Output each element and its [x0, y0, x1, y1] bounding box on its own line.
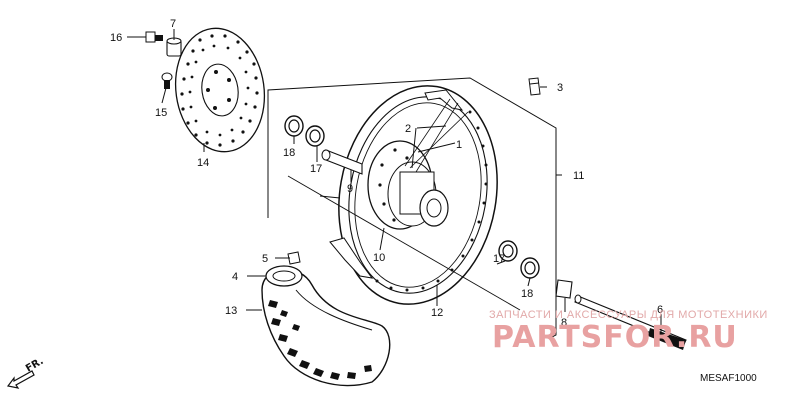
part-label-10: 10 [373, 252, 385, 264]
front-direction-arrow: FR. [6, 356, 46, 389]
wheel-hub [367, 98, 469, 230]
part-label-1: 1 [456, 139, 462, 151]
inner-tube [265, 265, 303, 287]
rim-spoke-holes [375, 110, 488, 292]
part-label-2: 2 [405, 123, 411, 135]
leader-lines [127, 29, 662, 332]
part-label-12: 12 [431, 307, 443, 319]
part-label-4: 4 [232, 271, 238, 283]
watermark-logo: PARTSFOR.RU [492, 320, 738, 355]
brake-disc [174, 27, 266, 153]
front-axle [574, 294, 687, 350]
spokes [404, 98, 469, 173]
part-label-18-left: 18 [283, 147, 295, 159]
side-collar [555, 279, 573, 299]
rim-band [287, 251, 301, 265]
part-label-15: 15 [155, 107, 167, 119]
bearing-left [305, 125, 325, 147]
part-label-9: 9 [347, 183, 353, 195]
part-label-17-right: 17 [493, 253, 505, 265]
disc-bolt [145, 31, 163, 43]
dust-seal-left [284, 115, 304, 137]
part-label-11: 11 [573, 170, 584, 182]
part-label-14: 14 [197, 157, 209, 169]
part-label-17-left: 17 [310, 163, 322, 175]
part-label-16: 16 [110, 32, 122, 44]
small-bolt [161, 72, 173, 89]
collar [166, 37, 182, 57]
part-number-labels: 16 7 15 14 3 2 1 11 18 17 9 10 12 17 18 … [110, 18, 663, 329]
part-label-6: 6 [657, 304, 663, 316]
part-label-18-right: 18 [521, 288, 533, 300]
valve-cap [528, 77, 541, 96]
watermark-tagline: ЗАПЧАСТИ И АКСЕССУАРЫ ДЛЯ МОТОТЕХНИКИ [489, 309, 768, 321]
assembly-frame [267, 77, 557, 339]
dust-seal-right [520, 257, 540, 279]
bearing-right [498, 240, 518, 262]
part-label-7: 7 [170, 18, 176, 30]
part-label-8: 8 [561, 317, 567, 329]
distance-collar [321, 149, 363, 175]
direction-label: FR. [24, 356, 46, 375]
rim-strip [329, 89, 464, 279]
watermark: ЗАПЧАСТИ И АКСЕССУАРЫ ДЛЯ МОТОТЕХНИКИ PA… [489, 309, 768, 355]
part-label-5: 5 [262, 253, 268, 265]
part-label-3: 3 [557, 82, 563, 94]
disc-holes [180, 34, 259, 147]
tire [261, 268, 391, 387]
tread-blocks [268, 300, 372, 380]
diagram-code: MESAF1000 [700, 373, 757, 384]
part-label-13: 13 [225, 305, 237, 317]
